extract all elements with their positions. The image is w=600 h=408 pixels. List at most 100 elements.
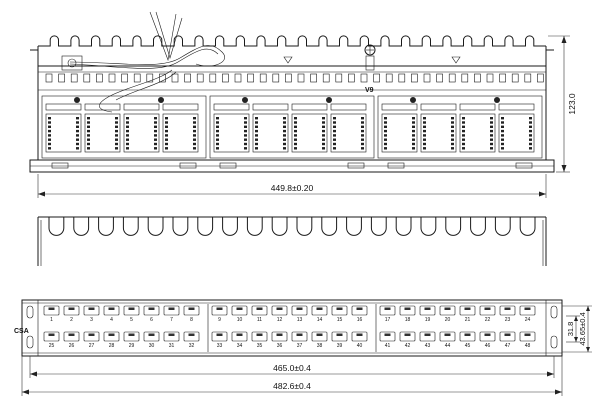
port-bottom xyxy=(331,331,348,342)
port-latch xyxy=(404,307,411,310)
idc-terminal xyxy=(294,134,297,137)
idc-terminal xyxy=(412,125,415,128)
idc-terminal xyxy=(76,125,79,128)
idc-terminal xyxy=(154,121,157,124)
idc-terminal xyxy=(529,129,532,133)
idc-terminal xyxy=(126,147,129,150)
idc-terminal xyxy=(216,129,219,133)
ground-lug-icon xyxy=(67,58,77,68)
idc-terminal xyxy=(48,147,51,150)
idc-terminal xyxy=(244,125,247,128)
idc-cap xyxy=(420,103,457,111)
idc-terminal xyxy=(255,129,258,133)
port-bottom xyxy=(379,331,396,342)
port-number: 14 xyxy=(317,317,323,323)
port-latch xyxy=(68,333,75,336)
port-top xyxy=(271,305,288,316)
idc-terminal xyxy=(412,142,415,146)
port-number: 46 xyxy=(485,343,491,349)
port-latch xyxy=(316,307,323,310)
ground-wire xyxy=(69,45,225,67)
idc-terminal xyxy=(193,138,196,141)
idc-terminal xyxy=(283,121,286,124)
idc-terminal xyxy=(165,147,168,150)
total-arrow-right xyxy=(555,389,562,395)
port-top xyxy=(183,305,200,316)
idc-terminal xyxy=(216,117,219,120)
idc-terminal xyxy=(165,129,168,133)
total-width-label: 482.6±0.4 xyxy=(273,381,311,391)
cable-slot xyxy=(448,73,456,83)
port-top xyxy=(211,305,228,316)
port-top xyxy=(479,305,496,316)
idc-terminal xyxy=(244,134,247,137)
cable-slot xyxy=(360,73,368,83)
port-bottom xyxy=(479,331,496,342)
idc-terminal xyxy=(76,147,79,150)
idc-terminal xyxy=(193,142,196,146)
port-number: 40 xyxy=(357,343,363,349)
top-comb-edge xyxy=(38,35,546,47)
port-top xyxy=(419,305,436,316)
port-latch xyxy=(384,307,391,310)
port-number: 23 xyxy=(505,317,511,323)
port-number: 39 xyxy=(337,343,343,349)
cable-slot xyxy=(285,73,292,83)
port-number: 17 xyxy=(385,317,391,323)
port-number: 26 xyxy=(69,343,75,349)
cable-slot xyxy=(247,73,254,83)
cable-slot xyxy=(159,73,166,83)
port-number: 31 xyxy=(169,343,175,349)
idc-terminal xyxy=(529,142,532,146)
idc-terminal xyxy=(255,134,258,137)
model-label: V9 xyxy=(365,87,374,94)
port-bottom xyxy=(183,331,200,342)
idc-terminal xyxy=(48,125,51,128)
port-latch xyxy=(356,307,363,310)
cable-slot xyxy=(297,73,305,83)
ground-wire-loop xyxy=(99,69,173,113)
idc-terminal xyxy=(76,129,79,133)
idc-terminal xyxy=(126,138,129,141)
idc-terminal xyxy=(333,134,336,137)
idc-terminal xyxy=(423,138,426,141)
idc-terminal xyxy=(384,142,387,146)
idc-terminal xyxy=(451,125,454,128)
idc-terminal xyxy=(126,121,129,124)
port-number: 41 xyxy=(385,343,391,349)
idc-terminal xyxy=(193,125,196,128)
idc-terminal xyxy=(193,129,196,133)
port-latch xyxy=(256,307,263,310)
idc-block xyxy=(420,113,457,153)
idc-cap xyxy=(291,103,328,111)
idc-cap xyxy=(162,103,199,111)
idc-terminal xyxy=(423,121,426,124)
port-number: 12 xyxy=(277,317,283,323)
idc-terminal xyxy=(255,138,258,141)
cable-slot xyxy=(348,73,355,83)
idc-block xyxy=(459,113,496,153)
idc-terminal xyxy=(333,125,336,128)
idc-terminal xyxy=(412,147,415,150)
port-number: 44 xyxy=(445,343,451,349)
module-frame xyxy=(209,95,375,159)
port-number: 35 xyxy=(257,343,263,349)
cable-slot xyxy=(121,73,128,83)
port-number: 11 xyxy=(257,317,262,323)
idc-terminal xyxy=(451,138,454,141)
idc-terminal xyxy=(384,125,387,128)
ground-wire-lead-2 xyxy=(155,11,183,60)
idc-terminal xyxy=(244,138,247,141)
side-view xyxy=(37,216,547,266)
idc-terminal xyxy=(384,121,387,124)
port-number: 22 xyxy=(485,317,491,323)
port-number: 36 xyxy=(277,343,283,349)
cable-slot xyxy=(499,73,506,83)
port-number: 34 xyxy=(237,343,243,349)
idc-terminal xyxy=(529,138,532,141)
idc-terminal xyxy=(529,134,532,137)
front-view: CSA 125226327428529630731832933103411351… xyxy=(14,299,592,396)
idc-terminal xyxy=(283,129,286,133)
port-latch xyxy=(444,307,451,310)
port-latch xyxy=(236,307,243,310)
